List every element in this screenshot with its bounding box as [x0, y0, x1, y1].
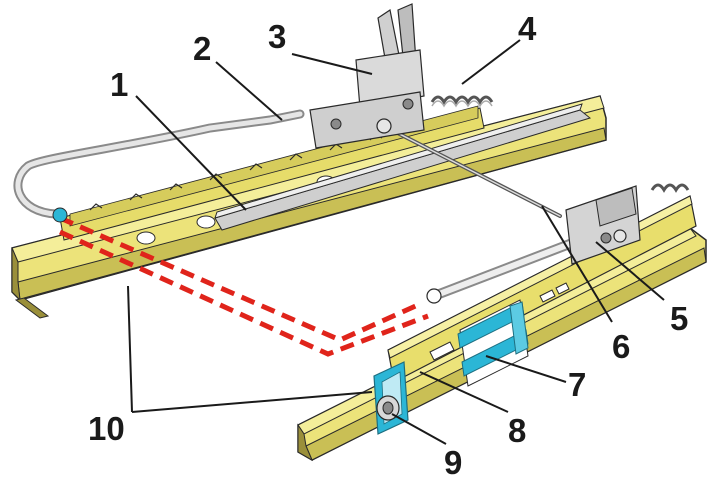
callout-labels: 1 2 3 4 5 6 7 8 9 10: [88, 10, 688, 481]
right-seat-rail: [297, 195, 707, 462]
return-spring-left: [430, 95, 494, 108]
rear-latch-bracket: [565, 183, 690, 265]
callout-6: 6: [612, 328, 630, 365]
leader-lines: [127, 39, 665, 445]
callout-8: 8: [508, 412, 526, 449]
callout-4: 4: [518, 10, 537, 47]
callout-7: 7: [568, 366, 586, 403]
release-rod-and-tube: [13, 109, 585, 304]
left-seat-rail: [11, 95, 607, 319]
callout-10: 10: [88, 410, 125, 447]
callout-1: 1: [110, 66, 128, 103]
callout-3: 3: [268, 18, 286, 55]
callout-5: 5: [670, 300, 688, 337]
adjustment-lever: [309, 3, 425, 149]
callout-9: 9: [444, 444, 462, 481]
hidden-cable-path: [58, 215, 429, 357]
callout-2: 2: [193, 30, 211, 67]
